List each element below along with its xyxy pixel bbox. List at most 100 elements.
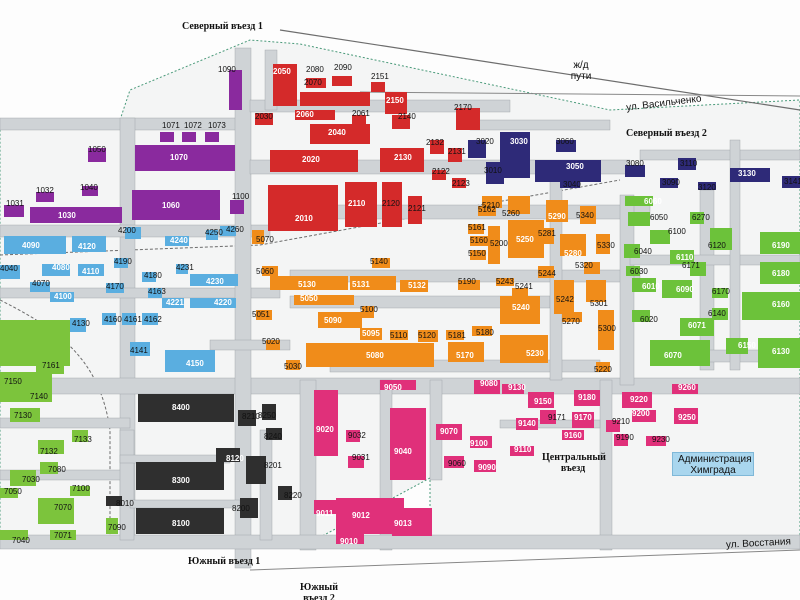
building-3010 (486, 162, 504, 184)
building-number-4130: 4130 (72, 319, 90, 328)
building-number-9230: 9230 (652, 435, 670, 444)
building-number-3010: 3010 (484, 166, 502, 175)
building-9040 (390, 408, 426, 480)
building-number-2040: 2040 (328, 128, 346, 137)
rail-text: ж/д пути (570, 60, 592, 82)
building-5020 (266, 340, 280, 350)
building-5210 (482, 196, 502, 208)
building-7140 (0, 372, 52, 402)
building-1031 (4, 205, 24, 217)
building-number-8240: 8240 (264, 432, 282, 441)
building-7133 (72, 430, 88, 442)
building-number-2061: 2061 (352, 109, 370, 118)
building-number-8100: 8100 (172, 519, 190, 528)
building-3141 (782, 176, 800, 188)
building-number-7100: 7100 (72, 484, 90, 493)
building-number-1073: 1073 (208, 121, 226, 130)
building-number-5180: 5180 (476, 328, 494, 337)
building-5241 (512, 288, 528, 298)
building-number-1031: 1031 (6, 199, 24, 208)
building-2151 (371, 82, 385, 92)
building-number-2121: 2121 (408, 204, 426, 213)
building-8300 (136, 462, 224, 490)
building-9150 (528, 392, 554, 408)
building-6171 (690, 262, 706, 276)
building-number-9070: 9070 (440, 427, 458, 436)
building-1032 (36, 192, 54, 202)
building-number-7130: 7130 (14, 411, 32, 420)
building-3060 (556, 140, 576, 152)
building-number-4163: 4163 (148, 287, 166, 296)
building-9160 (562, 430, 584, 440)
building-number-6171: 6171 (682, 261, 700, 270)
building-number-5320: 5320 (575, 261, 593, 270)
building-9080 (474, 380, 500, 394)
building-1050 (88, 148, 106, 162)
building-5070 (252, 230, 264, 244)
building-7100 (70, 486, 90, 496)
building-number-4260: 4260 (226, 225, 244, 234)
building-4161 (122, 313, 136, 325)
building-9250 (674, 408, 698, 424)
building-number-6040: 6040 (634, 247, 652, 256)
building-7080 (40, 462, 58, 474)
building-6110 (670, 250, 694, 264)
building-number-2123: 2123 (452, 179, 470, 188)
building-number-9150: 9150 (534, 397, 552, 406)
building-7132 (38, 440, 64, 454)
building-9070 (436, 424, 462, 440)
building-number-5140: 5140 (370, 257, 388, 266)
building-number-1030: 1030 (58, 211, 76, 220)
building-5120 (418, 330, 438, 342)
building-number-9220: 9220 (630, 395, 648, 404)
building-9010 (336, 534, 364, 544)
building-number-2060: 2060 (296, 110, 314, 119)
building-number-1090: 1090 (218, 65, 236, 74)
building-5132 (400, 280, 428, 292)
building-number-5270: 5270 (562, 317, 580, 326)
building-number-2130: 2130 (394, 153, 412, 162)
south-entrance-2-label: Южный въезд 2 (294, 582, 344, 600)
building-number-6090: 6090 (676, 285, 694, 294)
building-4141 (130, 342, 150, 356)
building-5050 (294, 295, 354, 305)
building-number-3020: 3020 (476, 137, 494, 146)
building-number-2110: 2110 (348, 199, 366, 208)
building-7130 (10, 408, 40, 422)
building-number-9011: 9011 (316, 509, 334, 518)
building-number-1072: 1072 (184, 121, 202, 130)
building-1073 (205, 132, 219, 142)
building-3030 (500, 132, 530, 178)
building-number-4110: 4110 (82, 267, 100, 276)
rail-label: ж/д пути (566, 60, 596, 82)
building-number-5100: 5100 (360, 305, 378, 314)
building-number-4150: 4150 (186, 359, 204, 368)
building-9220 (622, 392, 652, 408)
building-7040 (0, 530, 28, 540)
building-number-5301: 5301 (590, 299, 608, 308)
central-entrance-label: Центральный въезд (538, 452, 608, 474)
building-number-4190: 4190 (114, 257, 132, 266)
building-number-9050: 9050 (384, 383, 402, 392)
building-number-5243: 5243 (496, 277, 514, 286)
building-4090 (4, 236, 66, 254)
building-5150 (470, 250, 486, 260)
building-4230 (190, 274, 238, 286)
building-number-2020: 2020 (302, 155, 320, 164)
building-number-4090: 4090 (22, 241, 40, 250)
building-6020 (632, 310, 650, 322)
building-number-7071: 7071 (54, 531, 72, 540)
building-2140 (392, 115, 410, 129)
building-number-5190: 5190 (458, 277, 476, 286)
building-5190 (458, 280, 480, 290)
building-number-4080: 4080 (52, 263, 70, 272)
building-number-5330: 5330 (597, 241, 615, 250)
building-number-9080: 9080 (480, 379, 498, 388)
building-number-7070: 7070 (54, 503, 72, 512)
building-number-3030: 3030 (510, 137, 528, 146)
building-number-5070: 5070 (256, 235, 274, 244)
building-6030 (626, 266, 640, 276)
building-number-2151: 2151 (371, 72, 389, 81)
building-5090 (318, 312, 362, 328)
